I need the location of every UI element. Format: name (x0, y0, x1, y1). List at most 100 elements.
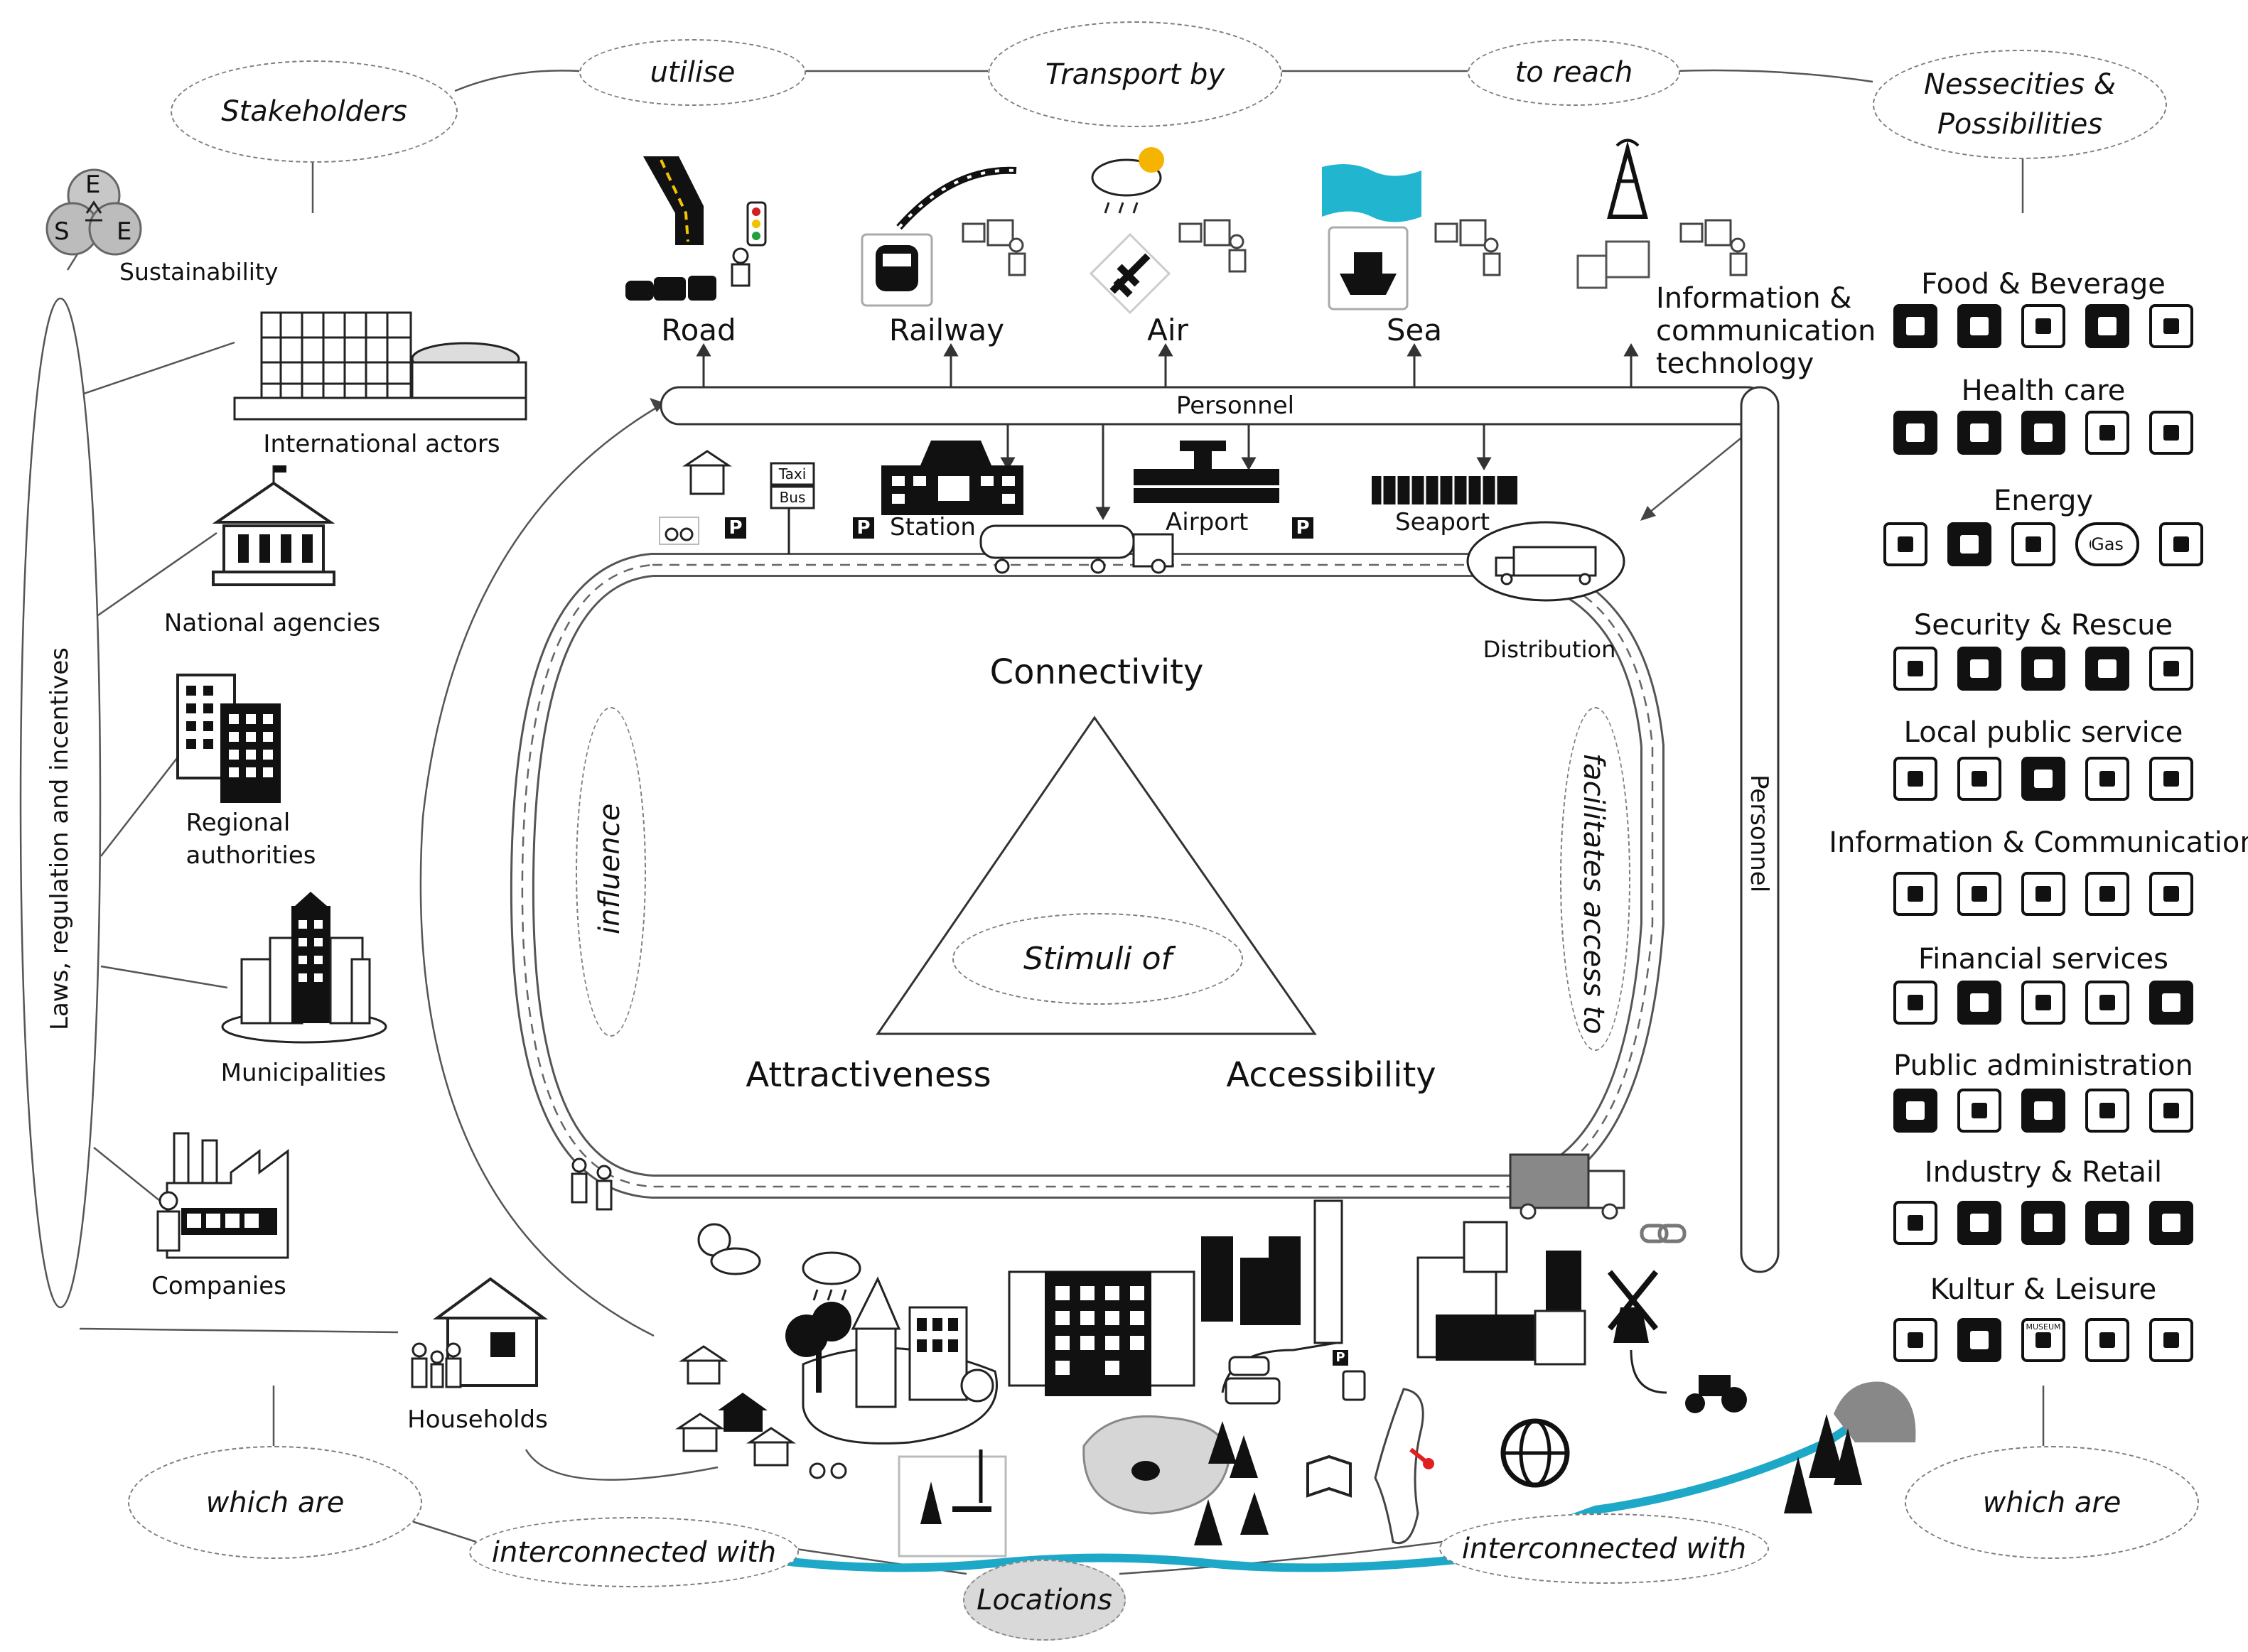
station-label: Station (890, 513, 976, 541)
utensils-icon (1893, 304, 1937, 348)
category-title-financial: Financial services (1918, 943, 2168, 976)
station-icon (881, 441, 1023, 515)
city-center-icon (1008, 1199, 1343, 1396)
stakeholders-label: Stakeholders (221, 95, 407, 128)
category-title-health: Health care (1961, 374, 2126, 407)
utilise-ellipse: utilise (579, 39, 806, 106)
ict-label-2: communication (1656, 315, 1876, 347)
necessities-ellipse: Nessecities &Possibilities (1873, 50, 2167, 159)
category-title-security: Security & Rescue (1913, 609, 2173, 642)
gas-label: Gas (2091, 534, 2124, 554)
bus-car-icon (1221, 1341, 1366, 1405)
fridge-icon (1957, 304, 2001, 348)
bicycle-icon-top (659, 517, 699, 545)
weather-sun-cloud-icon (697, 1223, 761, 1275)
tower-buildings-icon (176, 674, 281, 803)
park-icon (898, 1449, 1007, 1557)
library-icon (2149, 1318, 2193, 1362)
transport-by-label: Transport by (1045, 58, 1225, 91)
hiking-icon (1957, 1318, 2001, 1362)
which-are-left-label: which are (205, 1486, 345, 1519)
warehouse-icon (1893, 1201, 1937, 1245)
helicopter-icon (2149, 647, 2193, 691)
category-title-kultur: Kultur & Leisure (1930, 1273, 2157, 1306)
atm-icon (2085, 757, 2129, 801)
fuel-pump-icon (1947, 522, 1991, 566)
air-label: Air (1147, 313, 1188, 347)
tractor-icon (1630, 1349, 1747, 1413)
syringe-icon (2021, 411, 2065, 455)
waste-bin-icon (2149, 757, 2193, 801)
credit-card-icon (2021, 981, 2065, 1025)
government-building-icon (212, 465, 335, 586)
hand-truck-icon (2085, 1201, 2129, 1245)
antenna-small-icon (1893, 872, 1937, 916)
taxi-label: Taxi (778, 465, 807, 482)
travellers-icon (571, 1157, 613, 1211)
airplane-icon (1089, 147, 1171, 315)
category-title-local: Local public service (1903, 716, 2183, 749)
category-icons-food (1893, 304, 2193, 348)
influence-ellipse (576, 707, 646, 1037)
railway-label: Railway (888, 313, 1005, 347)
which-are-right-ellipse: which are (1905, 1446, 2199, 1559)
municipalities-label: Municipalities (220, 1059, 387, 1087)
village-icon (675, 1276, 998, 1467)
parking-sign-1: P (728, 517, 743, 539)
category-icons-kultur: MUSEUM (1893, 1318, 2193, 1362)
interconnected-left-ellipse: interconnected with (469, 1517, 799, 1587)
computer-icon (1957, 872, 2001, 916)
parking-sign-2: P (856, 517, 871, 539)
ict-label-1: Information & (1656, 282, 1852, 315)
water-tap-icon (1957, 757, 2001, 801)
jail-icon (2021, 647, 2065, 691)
airport-icon (1134, 441, 1279, 503)
train-icon (861, 166, 1017, 307)
museum-label: MUSEUM (2026, 1322, 2061, 1332)
to-reach-ellipse: to reach (1468, 39, 1680, 106)
forest-icon (1893, 1318, 1937, 1362)
personnel-screens-icons (962, 219, 1748, 276)
which-are-right-label: which are (1982, 1486, 2121, 1519)
fork-knife-icon (2021, 304, 2065, 348)
category-icons-industry (1893, 1201, 2193, 1245)
interconnected-right-ellipse: interconnected with (1439, 1513, 1769, 1584)
laws-label: Laws, regulation and incentives (45, 647, 74, 1030)
category-icons-local (1893, 757, 2193, 801)
gas-icon: Gas (2075, 522, 2139, 566)
interconnected-right-label: interconnected with (1461, 1532, 1747, 1565)
airport-label: Airport (1166, 508, 1249, 536)
influence-label: influence (593, 803, 626, 934)
category-title-energy: Energy (1993, 485, 2094, 517)
stimuli-ellipse: Stimuli of (952, 913, 1243, 1005)
parking-sign-3: P (1296, 517, 1310, 539)
cargo-truck-icon (1509, 1153, 1625, 1220)
personnel-top-label: Personnel (1176, 392, 1295, 420)
attractiveness-label: Attractiveness (746, 1055, 991, 1095)
restroom-icon (1893, 757, 1937, 801)
map-pin-icon (1306, 1454, 1352, 1498)
shower-icon (2085, 411, 2129, 455)
regional-authorities-label-1: Regional (185, 809, 291, 837)
distribution-truck-icon (1495, 546, 1597, 585)
sustainability-letter-top: E (85, 171, 101, 199)
stimuli-label: Stimuli of (1023, 941, 1172, 977)
forest-lake-icon (1082, 1415, 1269, 1545)
parking-sign-4: P (1335, 1350, 1345, 1365)
snow-cloud-icon (2021, 757, 2065, 801)
sea-label: Sea (1386, 313, 1443, 347)
international-actors-label: International actors (263, 430, 500, 458)
cash-icon (2085, 981, 2129, 1025)
road-label: Road (661, 313, 736, 347)
category-icons-energy: Gas (1883, 522, 2203, 566)
distribution-label: Distribution (1483, 636, 1616, 663)
house-outline-icon (682, 450, 732, 495)
fire-icon (2011, 522, 2055, 566)
shopping-cart-icon (2149, 1201, 2193, 1245)
category-title-food: Food & Beverage (1921, 268, 2166, 301)
documents-icon (2085, 1089, 2129, 1133)
necessities-label-1: Nessecities & (1923, 68, 2117, 101)
tanker-truck-icon (979, 524, 1174, 574)
sustainability-label: Sustainability (119, 258, 279, 286)
